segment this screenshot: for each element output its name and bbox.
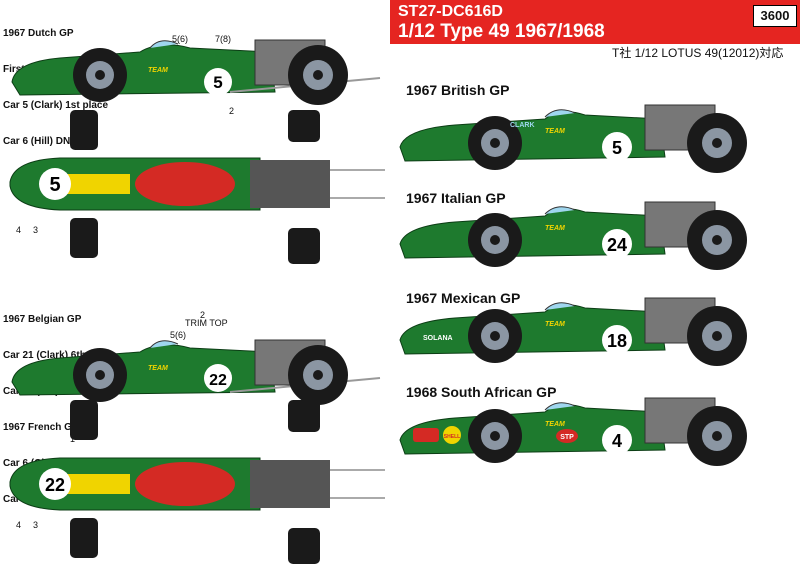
callout-2: 2 — [229, 106, 235, 116]
team-decal: TEAM — [545, 321, 565, 328]
race-label: 1968 South African GP — [406, 384, 557, 400]
italian-side-view: 24 TEAM — [399, 201, 747, 270]
race-label: 1967 Mexican GP — [406, 290, 521, 306]
car-number: 24 — [607, 235, 627, 255]
product-title: 1/12 Type 49 1967/1968 — [398, 21, 605, 42]
compatibility-note: T社 1/12 LOTUS 49(12012)対応 — [612, 46, 784, 60]
race-label: 1967 Italian GP — [406, 190, 506, 206]
callout-4: 4 — [16, 520, 22, 530]
team-decal: TEAM — [545, 421, 565, 428]
callout-4: 4 — [16, 225, 22, 235]
car-number: 4 — [612, 431, 622, 451]
trim-top-label: TRIM TOP — [185, 318, 228, 328]
shell-logo-icon — [443, 426, 461, 444]
car-number: 5 — [49, 174, 60, 196]
south-african-side-view: 4 SHELL STP TEAM — [399, 397, 747, 466]
dutch-side-view: 5 TEAM — [11, 39, 381, 105]
belgian-side-view: 22 TEAM — [11, 339, 381, 405]
caption-line: Car 5 (Clark) 1st place — [3, 100, 109, 111]
team-decal: TEAM — [545, 225, 565, 232]
car-number: 18 — [607, 331, 627, 351]
callout-5-6: 5(6) — [172, 34, 189, 44]
mexican-side-view: 18 SOLANA TEAM — [399, 297, 747, 366]
stp-decal: STP — [560, 434, 574, 441]
stp-logo-icon — [556, 429, 578, 443]
caption-line: 1967 Dutch GP — [3, 28, 74, 39]
header-banner — [390, 0, 800, 44]
clark-decal: CLARK — [510, 122, 535, 129]
caption-line: 1967 Belgian GP — [3, 314, 82, 325]
callout-5-6: 5(6) — [170, 330, 187, 340]
car-number: 5 — [213, 73, 222, 92]
price-badge: 3600 — [753, 5, 797, 27]
race-label: 1967 British GP — [406, 82, 510, 98]
team-decal: TEAM — [545, 128, 565, 135]
team-decal: TEAM — [148, 365, 168, 372]
callout-3: 3 — [33, 520, 39, 530]
belgian-top-view: 22 — [9, 400, 385, 564]
callout-2: 2 — [200, 310, 206, 320]
callout-3: 3 — [33, 225, 39, 235]
callout-7-8: 7(8) — [215, 34, 232, 44]
sponsor-logo-icon — [413, 428, 439, 442]
british-side-view: 5 CLARK TEAM — [399, 104, 747, 173]
caption-line: Car 6 (Hill) DNF — [3, 136, 77, 147]
product-code: ST27-DC616D — [398, 3, 503, 20]
dutch-top-view: 5 — [9, 110, 385, 264]
team-decal: TEAM — [148, 67, 168, 74]
car-number: 22 — [45, 475, 65, 495]
car-number: 22 — [209, 372, 227, 389]
solana-decal: SOLANA — [423, 335, 453, 342]
car-number: 5 — [612, 138, 622, 158]
shell-decal: SHELL — [444, 434, 460, 440]
